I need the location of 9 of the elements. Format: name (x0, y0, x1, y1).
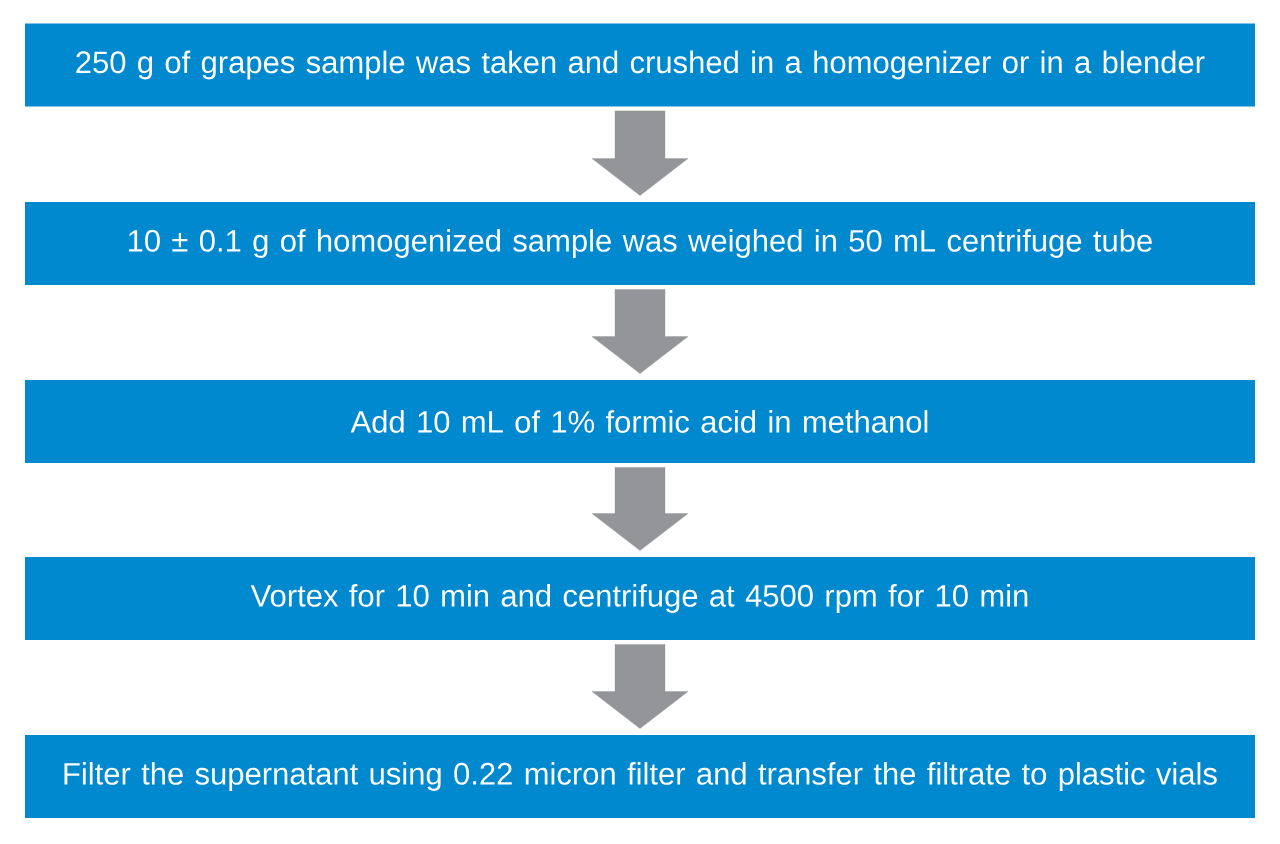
process-box: 250 g of grapes sample was taken and crushed in a homogenizer or in a blender (25, 23, 1255, 107)
process-box: Filter the supernatant using 0.22 micron filter and transfer the filtrate to plastic vials (25, 735, 1255, 818)
process-box: 10 ± 0.1 g of homogenized sample was weighed in 50 mL centrifuge tube (25, 202, 1255, 285)
block-arrow (591, 644, 689, 729)
process-box: Vortex for 10 min and centrifuge at 4500 rpm for 10 min (25, 557, 1255, 640)
process-box: Add 10 mL of 1% formic acid in methanol (25, 380, 1255, 463)
block-arrow (591, 467, 689, 551)
block-arrow (591, 110, 689, 196)
block-arrow (591, 289, 689, 374)
